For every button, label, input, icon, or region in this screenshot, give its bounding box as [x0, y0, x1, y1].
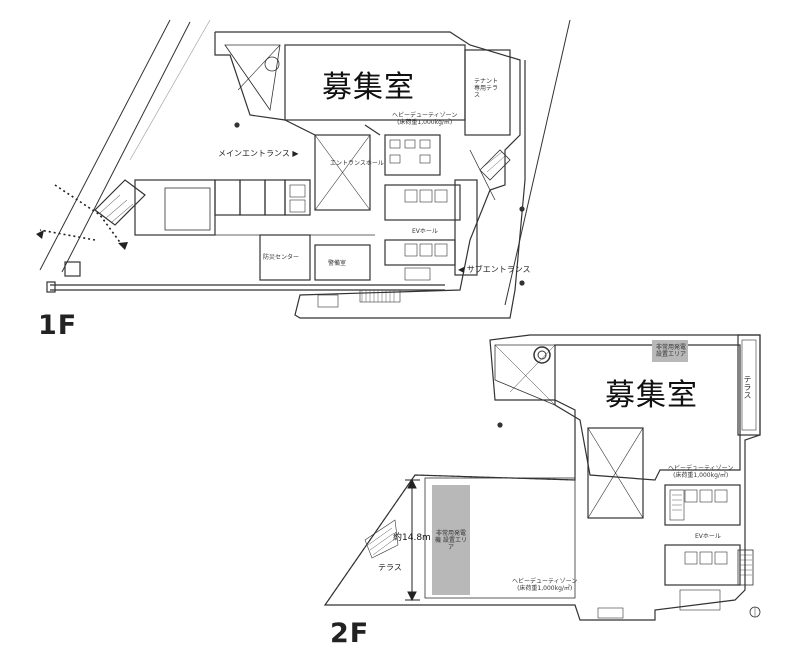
- building-outline-2f: [323, 334, 761, 621]
- heavy-duty-zone-2f-right: ヘビーデューティゾーン (床荷重1,000kg/㎡): [668, 465, 734, 479]
- guard-room-1f: [314, 244, 371, 281]
- tenant-terrace-label: テナント専用テラス: [474, 78, 499, 99]
- guard-room-label: 警備室: [328, 260, 347, 267]
- floor-1f-plan: [39, 19, 571, 319]
- arrow-icon: [118, 242, 128, 250]
- street-line: [39, 19, 171, 271]
- entrance-hall-label: エントランスホール: [330, 160, 384, 167]
- entrance-path-1f: [39, 184, 123, 246]
- floor-label-2f: 2F: [330, 618, 370, 649]
- main-entrance-label: メインエントランス ▶: [218, 149, 299, 158]
- building-outline-1f: [215, 31, 526, 319]
- floor-2f-plan: [323, 334, 761, 621]
- terrace-label-2f: テラス: [743, 375, 752, 399]
- heavy-duty-zone-1f: ヘビーデューティゾーン (床荷重1,000kg/㎡): [392, 112, 458, 126]
- dashed-boundary-2f: [324, 474, 576, 606]
- dimension-line: [405, 478, 420, 602]
- ev-hall-label-1f: EVホール: [412, 228, 438, 235]
- dimension-label: 約14.8m: [393, 533, 431, 543]
- street-line: [61, 21, 191, 273]
- recruit-room-label-1f: 募集室: [322, 70, 415, 105]
- boundary-line: [504, 19, 571, 306]
- arrow-icon: [36, 230, 44, 239]
- emergency-power-area: [652, 340, 688, 362]
- disaster-room-label: 防災センター: [263, 254, 300, 261]
- floor-label-1f: 1F: [38, 310, 78, 341]
- gray-box-label-top: 非常用発電 設置エリア: [655, 344, 686, 358]
- terrace-left-label-2f: テラス: [378, 563, 402, 572]
- emergency-generator-area: [432, 485, 470, 595]
- sub-entrance-label: ◀ サブエントランス: [458, 265, 531, 274]
- gray-box-label: 非常用発電機 設置エリア: [435, 530, 467, 551]
- recruit-room-label-2f: 募集室: [605, 378, 698, 413]
- heavy-duty-zone-2f-bottom: ヘビーデューティゾーン (床荷重1,000kg/㎡): [512, 578, 578, 592]
- ev-hall-label-2f: EVホール: [695, 533, 721, 540]
